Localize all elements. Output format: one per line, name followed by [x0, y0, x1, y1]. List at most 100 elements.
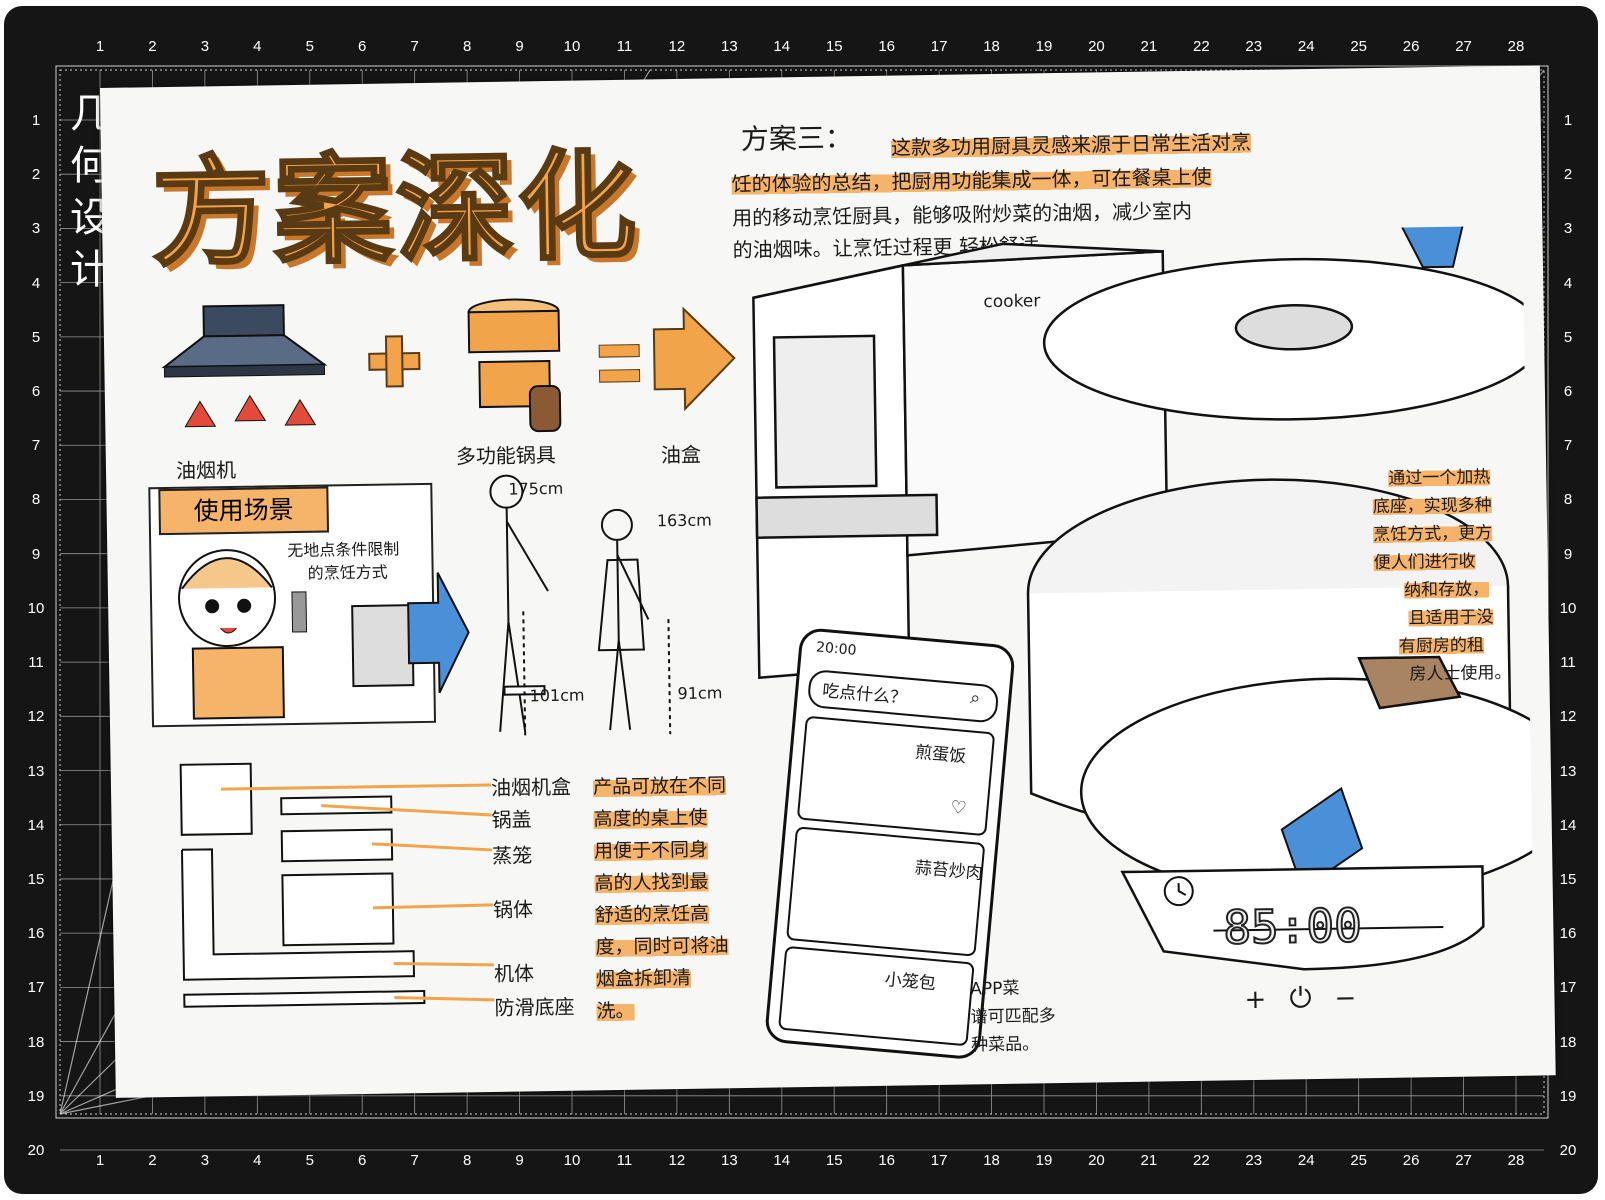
ruler-number: 22 — [1192, 1152, 1210, 1169]
ruler-number: 6 — [358, 1152, 367, 1169]
right-note-5: 纳和存放， — [1403, 574, 1490, 601]
ruler-number: 16 — [878, 1152, 895, 1169]
ruler-number: 8 — [31, 491, 41, 509]
right-note-8: 房人士使用。 — [1409, 662, 1512, 685]
part-label-6: 防滑底座 — [494, 994, 575, 1020]
ruler-number: 10 — [1559, 599, 1577, 617]
ruler-number: 5 — [305, 38, 314, 55]
phone-search-bar[interactable]: 吃点什么？ ⌕ — [806, 668, 1000, 724]
parts-note-7: 烟盒拆卸清 — [595, 962, 692, 992]
part-label-4: 锅体 — [492, 897, 534, 922]
ruler-number: 13 — [720, 1152, 738, 1169]
male-height-label: 175cm — [508, 478, 564, 499]
ruler-number: 19 — [27, 1087, 45, 1105]
range-hood-icon — [161, 304, 328, 428]
right-note-6: 且适用于没 — [1408, 602, 1494, 629]
ruler-number: 3 — [31, 220, 41, 238]
scene-tag: 使用场景 — [158, 486, 330, 536]
ruler-number: 6 — [31, 383, 41, 401]
cooker-product-drawing — [752, 225, 1536, 971]
plus-control: + — [1244, 984, 1267, 1016]
ruler-number: 7 — [1563, 437, 1573, 455]
ruler-number: 18 — [27, 1033, 45, 1051]
ruler-number: 18 — [1559, 1033, 1577, 1051]
height-comparison-figure — [407, 474, 672, 737]
right-note-4: 便人们进行收 — [1373, 546, 1476, 574]
parts-note-6: 度，同时可将油 — [595, 930, 729, 960]
dish-name: 煎蛋饭 — [914, 742, 967, 768]
ruler-number: 11 — [616, 1152, 633, 1169]
ruler-number: 23 — [1245, 38, 1263, 55]
ruler-number: 5 — [1563, 328, 1573, 346]
ruler-number: 24 — [1297, 38, 1315, 55]
plus-icon — [368, 335, 421, 388]
ruler-number: 17 — [930, 38, 948, 55]
ruler-number: 19 — [1035, 1152, 1053, 1169]
ruler-number: 28 — [1507, 38, 1525, 55]
ruler-number: 3 — [200, 1152, 210, 1169]
ruler-number: 25 — [1350, 1152, 1367, 1169]
ruler-number: 15 — [825, 38, 843, 55]
ruler-number: 15 — [1559, 870, 1577, 888]
dish-name: 蒜苔炒肉 — [914, 858, 984, 885]
ruler-number: 4 — [253, 38, 262, 55]
ruler-number: 19 — [1035, 38, 1053, 55]
ruler-number: 9 — [1563, 545, 1573, 563]
scene-note-2: 的烹饪方式 — [307, 562, 388, 583]
ruler-number: 13 — [27, 762, 45, 780]
ruler-number: 16 — [1559, 925, 1577, 943]
ruler-number: 28 — [1507, 1152, 1525, 1169]
hood-label: 油烟机 — [175, 457, 237, 483]
ruler-number: 14 — [773, 1152, 791, 1169]
ruler-number: 15 — [27, 870, 45, 888]
part-label-3: 蒸笼 — [491, 843, 533, 868]
equals-arrow-icon — [598, 306, 736, 412]
ruler-number: 4 — [31, 274, 41, 292]
ruler-number: 1 — [1563, 112, 1573, 129]
right-note-3: 烹饪方式，更方 — [1372, 518, 1493, 546]
ruler-number: 21 — [1140, 38, 1158, 55]
desc-line-3: 用的移动烹饪厨具，能够吸附炒菜的油烟，减少室内 — [731, 198, 1193, 231]
ruler-number: 13 — [1559, 762, 1577, 780]
ruler-number: 7 — [410, 38, 419, 55]
cooker-text: cooker — [983, 291, 1041, 313]
ruler-number: 7 — [410, 1152, 419, 1169]
plan-label: 方案三： — [740, 121, 854, 156]
female-table-label: 91cm — [677, 683, 723, 704]
ruler-number: 9 — [515, 38, 524, 55]
ruler-number: 1 — [31, 112, 41, 129]
ruler-number: 21 — [1140, 1152, 1158, 1169]
ruler-number: 8 — [462, 1152, 472, 1169]
parts-note-2: 高度的桌上使 — [593, 802, 708, 832]
parts-note-4: 高的人找到最 — [594, 866, 709, 896]
phone-time: 20:00 — [815, 639, 858, 659]
dish-card[interactable]: 蒜苔炒肉 — [786, 826, 986, 957]
ruler-number: 18 — [983, 1152, 1000, 1169]
ruler-number: 12 — [1559, 708, 1577, 726]
ruler-number: 11 — [1560, 654, 1576, 672]
ruler-number: 16 — [27, 925, 45, 943]
ruler-number: 19 — [1559, 1087, 1577, 1105]
ruler-number: 11 — [28, 654, 44, 672]
right-note-7: 有厨房的租 — [1398, 630, 1485, 657]
part-label-1: 油烟机盒 — [490, 774, 572, 800]
dish-card[interactable]: 煎蛋饭 ♡ — [796, 715, 996, 837]
ruler-number: 27 — [1455, 38, 1472, 55]
ruler-number: 20 — [1088, 1152, 1105, 1169]
clock-icon — [1163, 876, 1194, 907]
power-control: ⏻ — [1289, 981, 1312, 1015]
parts-note-8: 洗。 — [596, 995, 635, 1024]
sketch-paper: 方案深化 方案三： 这款多功用厨具灵感来源于日常生活对烹 饪的体验的总结，把厨用… — [100, 65, 1556, 1098]
ruler-number: 22 — [1192, 38, 1210, 55]
ruler-number: 6 — [358, 38, 367, 55]
ruler-number: 9 — [31, 545, 41, 563]
right-note-1: 通过一个加热 — [1388, 462, 1491, 489]
scene-illustration — [148, 482, 437, 728]
ruler-number: 17 — [1559, 979, 1577, 997]
ruler-number: 25 — [1350, 38, 1367, 55]
parts-note-5: 舒适的烹饪高 — [594, 898, 710, 928]
ruler-number: 20 — [1088, 38, 1105, 55]
dish-card[interactable]: 小笼包 — [778, 945, 975, 1047]
app-note-1: APP菜 — [970, 978, 1020, 1000]
heart-icon[interactable]: ♡ — [949, 796, 968, 820]
